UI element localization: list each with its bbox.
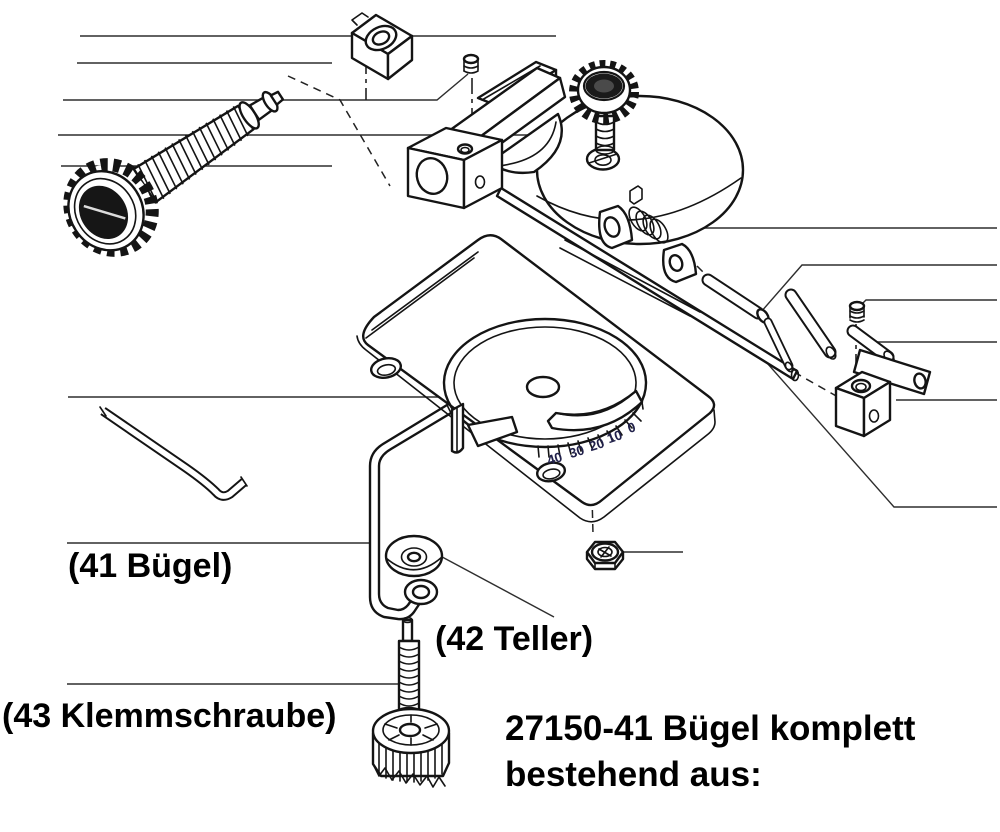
center-hole — [525, 375, 561, 399]
end-bracket-block — [834, 348, 932, 438]
clamp-bore — [415, 156, 449, 196]
base-plate: 40 30 20 10 0 — [356, 234, 716, 523]
clamp-screw-klemmschraube — [371, 616, 451, 788]
bracket-buegel — [368, 403, 453, 621]
angle-scale: 40 30 20 10 0 — [537, 412, 642, 468]
clamp-block — [406, 126, 504, 210]
recess-ring-outer — [442, 317, 648, 449]
tension-spring — [628, 206, 669, 244]
scale-label-20: 20 — [587, 435, 606, 454]
allen-key — [99, 406, 248, 501]
caption-line-1: 27150-41 Bügel komplett — [505, 709, 916, 748]
grub-screw — [848, 300, 866, 323]
caption-line-2: bestehend aus: — [505, 755, 762, 794]
pivot-disc — [535, 94, 745, 246]
scale-label-30: 30 — [567, 442, 586, 461]
t-nut-slider — [350, 12, 414, 81]
stop-segment — [546, 389, 644, 432]
hex-nut — [585, 540, 625, 571]
feed-screw-knob — [63, 90, 285, 257]
knurled-locking-wheel — [569, 60, 639, 155]
scale-label-40: 40 — [545, 449, 564, 468]
washer-teller — [384, 534, 444, 578]
label-43-klemmschraube: (43 Klemmschraube) — [2, 697, 336, 735]
scale-label-10: 10 — [605, 427, 624, 446]
hinge-lugs — [559, 204, 701, 317]
recess-ring-inner — [453, 326, 637, 440]
plate-hole-front — [535, 461, 567, 483]
stop-rods — [701, 273, 895, 373]
scale-label-0: 0 — [626, 419, 638, 436]
plate-hole-left — [369, 356, 403, 380]
set-screw — [462, 53, 480, 74]
front-stop-tab — [450, 402, 519, 454]
label-41-buegel: (41 Bügel) — [68, 547, 232, 585]
label-42-teller: (42 Teller) — [435, 620, 593, 658]
